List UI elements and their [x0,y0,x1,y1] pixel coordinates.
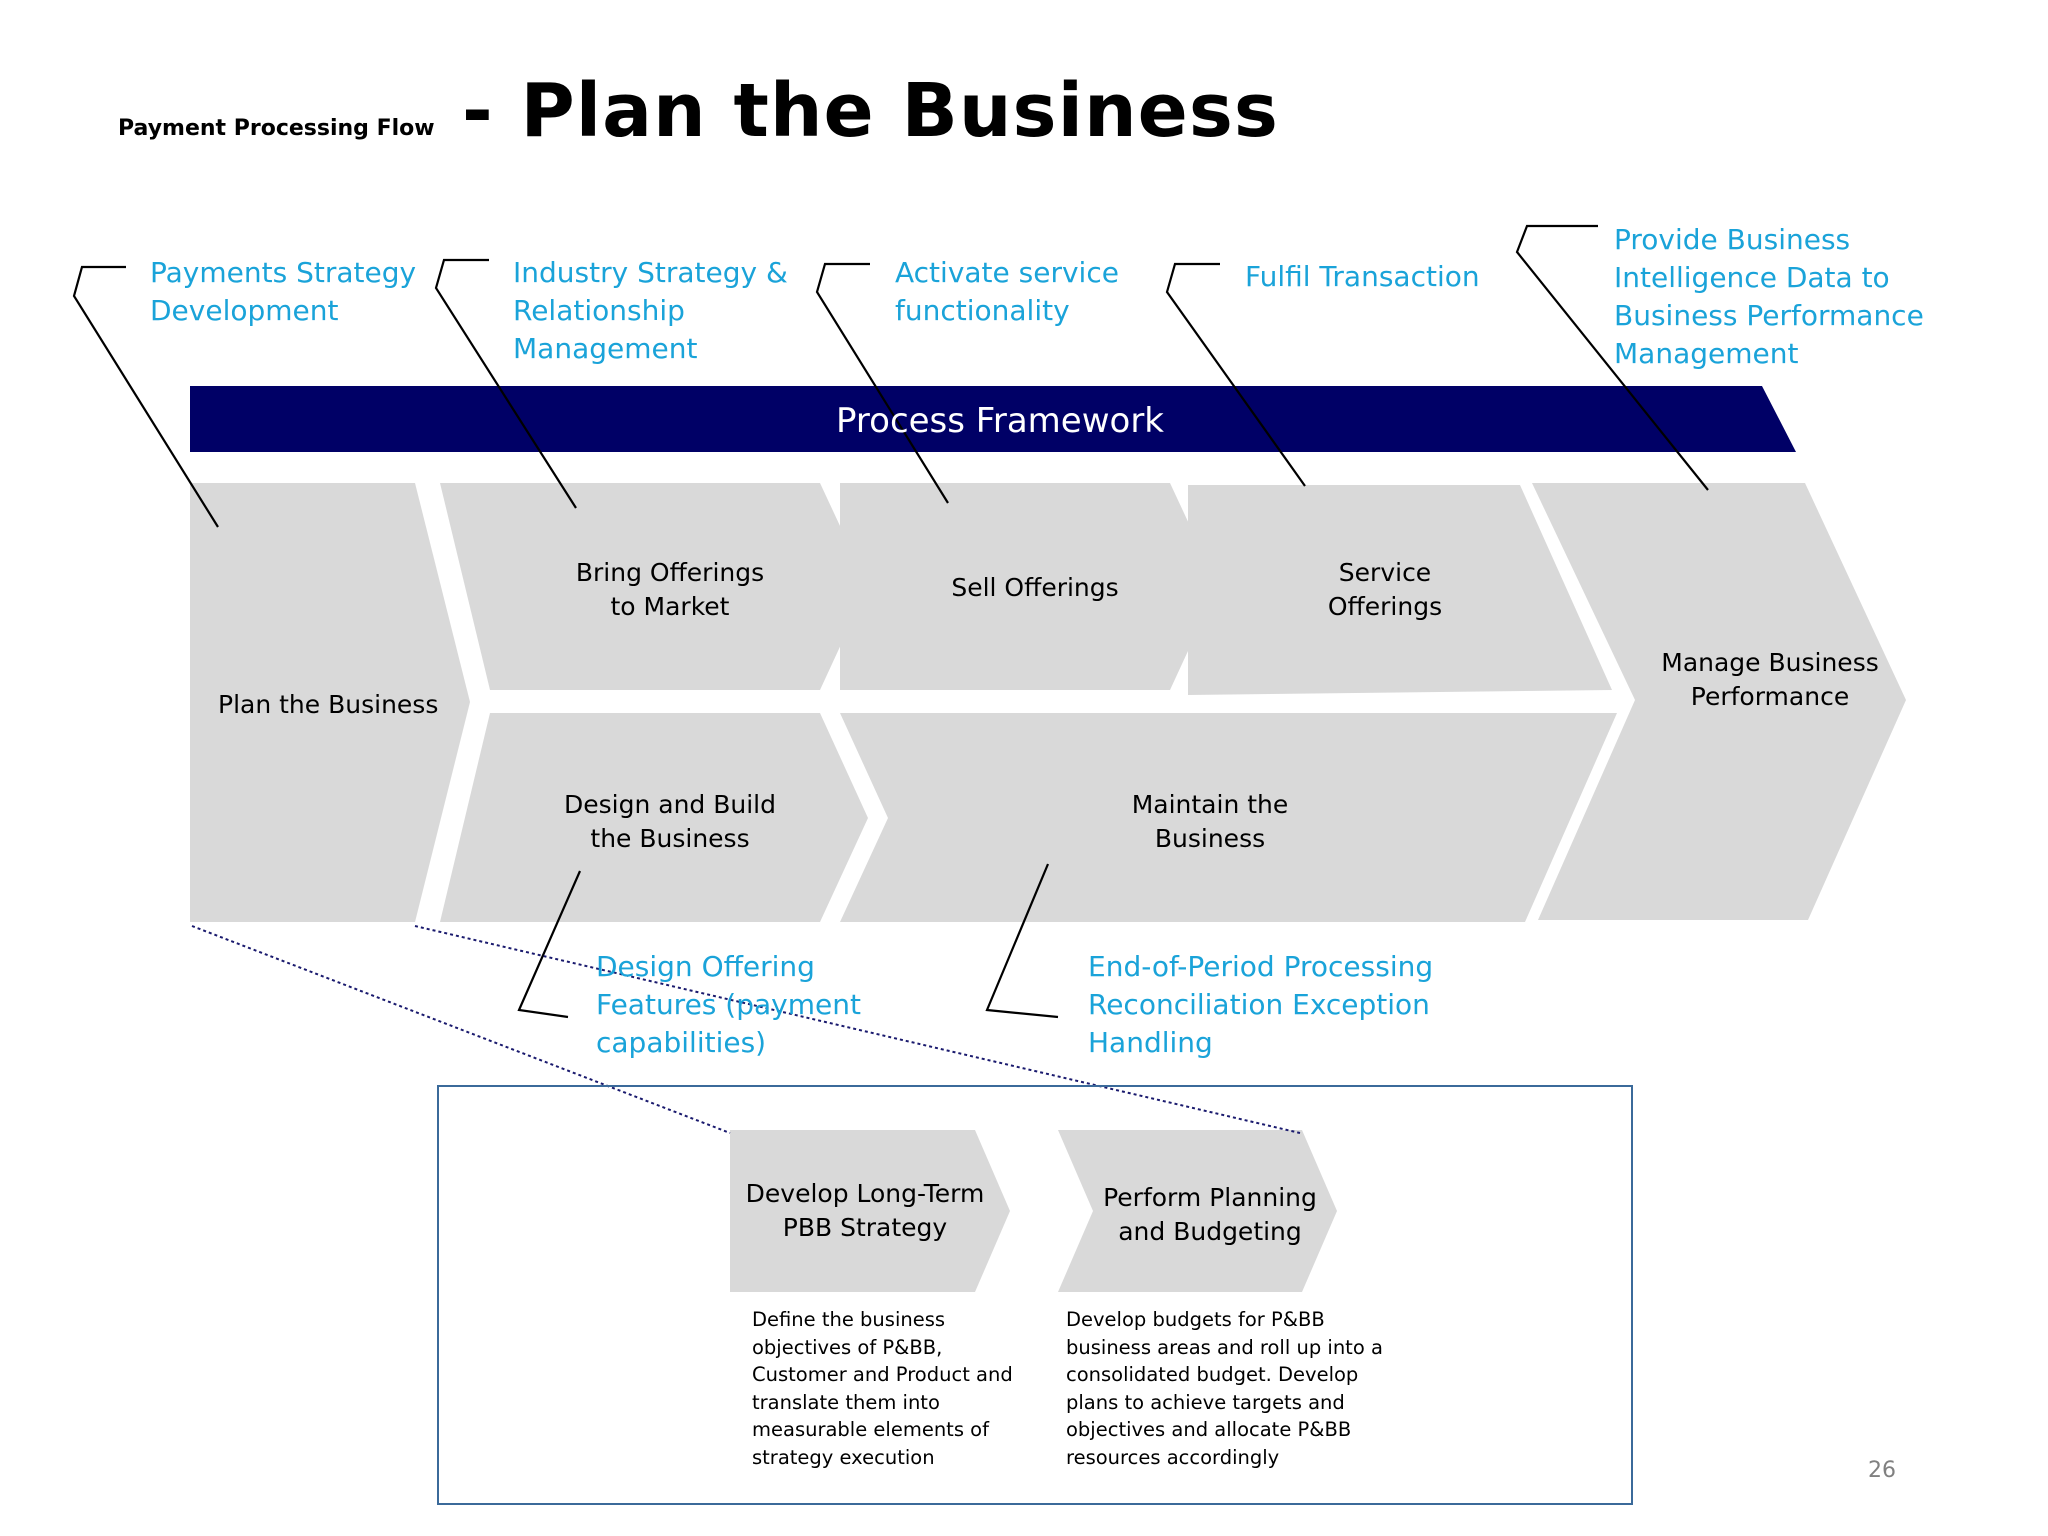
page-title: - Plan the Business [462,68,1279,154]
callout-provide-bi: Provide Business Intelligence Data to Bu… [1614,223,1924,370]
chevron-plan-the-business [190,483,470,922]
callout-activate-service: Activate service functionality [895,256,1119,327]
leader-activate-service [815,262,949,504]
leader-provide-bi [1515,224,1709,491]
step-plan-the-business: Plan the Business [218,690,439,719]
chevron-perform-planning-budgeting [1058,1130,1337,1292]
callout-leaders [72,224,1709,1019]
chevron-maintain-the-business [840,713,1617,922]
step-manage-business-performance: Manage Business Performance [1661,648,1879,711]
step-design-and-build: Design and Build the Business [564,790,776,853]
chevron-sell-offerings [840,483,1218,690]
chevron-bring-offerings [440,483,868,690]
process-framework-banner [190,386,1796,452]
callout-end-of-period: End-of-Period Processing Reconciliation … [1088,950,1434,1059]
detail-description-develop-strategy: Define the business objectives of P&BB, … [752,1308,1013,1469]
callout-fulfil-transaction: Fulfil Transaction [1245,260,1480,293]
callout-industry-strategy: Industry Strategy & Relationship Managem… [513,256,788,365]
step-maintain-the-business: Maintain the Business [1131,790,1289,853]
callout-design-offering: Design Offering Features (payment capabi… [596,950,861,1059]
leader-fulfil-transaction [1165,262,1306,487]
step-service-offerings: Service Offerings [1327,558,1443,621]
page-number: 26 [1868,1458,1896,1483]
zoom-line-right [414,925,1301,1134]
leader-end-of-period [985,863,1059,1019]
detail-step-perform-planning: Perform Planning and Budgeting [1103,1183,1317,1246]
step-bring-offerings: Bring Offerings to Market [575,558,765,621]
step-sell-offerings: Sell Offerings [951,573,1119,602]
leader-industry-strategy [434,258,577,509]
leader-design-offering [517,870,582,1019]
chevron-service-offerings [1188,485,1612,695]
chevron-develop-long-term-strategy [730,1130,1010,1292]
chevron-design-and-build [440,713,868,922]
zoom-line-left [191,925,731,1134]
leader-payments-strategy [72,265,219,528]
process-framework-label: Process Framework [836,401,1164,441]
callout-payments-strategy: Payments Strategy Development [150,256,417,327]
chevron-manage-business-performance [1532,483,1906,920]
detail-description-perform-planning: Develop budgets for P&BB business areas … [1066,1308,1383,1469]
zoom-lines [191,925,1301,1134]
detail-panel [437,1085,1633,1505]
detail-step-develop-strategy: Develop Long-Term PBB Strategy [745,1179,985,1242]
subtitle: Payment Processing Flow [118,116,435,141]
